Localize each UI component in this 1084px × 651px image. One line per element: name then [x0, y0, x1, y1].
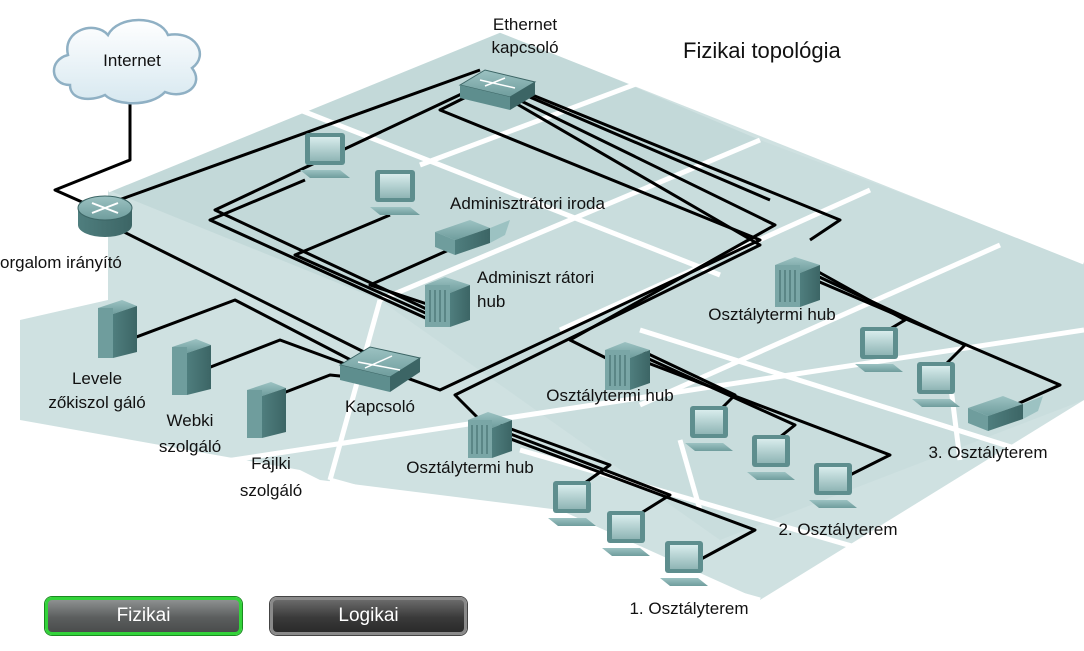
classroom-3-pc-1-icon: [855, 327, 903, 372]
cable-pc1-adminhub: [208, 178, 431, 322]
physical-topology-button[interactable]: Fizikai: [45, 597, 242, 635]
classroom-hub-1-label: Osztálytermi hub: [406, 458, 534, 477]
ethernet-switch-icon: [458, 69, 537, 110]
cable-hub1-pc-c: [499, 433, 757, 567]
file-server-label-line2: szolgáló: [240, 481, 302, 500]
classroom-1-label: 1. Osztályterem: [629, 599, 748, 618]
cable-pc2-adminhub: [293, 213, 431, 317]
classroom-2-label: 2. Osztályterem: [778, 520, 897, 539]
file-server-label-line1: Fájlki: [251, 454, 291, 473]
cable-router-switch: [99, 218, 381, 362]
classroom-hub-3-label: Osztálytermi hub: [708, 305, 836, 324]
classroom-2-pc-3-icon: [809, 463, 857, 508]
file-server-icon: [247, 382, 286, 438]
admin-hub-icon: [425, 277, 470, 327]
admin-printer-icon: [435, 220, 510, 255]
ethernet-switch-label-line2: kapcsoló: [491, 38, 558, 57]
logical-topology-button[interactable]: Logikai: [270, 597, 467, 635]
classroom-1-pc-3-icon: [660, 541, 708, 586]
cable-router-ethernet: [104, 68, 481, 207]
cable-ethernet-adminhub: [213, 88, 471, 322]
internet-label: Internet: [103, 51, 161, 70]
cable-hub2-pc-c: [639, 358, 892, 482]
router-label: orgalom irányító: [0, 253, 122, 272]
cable-ethernet-hub1: [453, 98, 762, 422]
admin-hub-label-line1: Adminiszt rátori: [477, 268, 594, 287]
admin-office-label: Adminisztrátori iroda: [450, 194, 605, 213]
web-server-label-line1: Webki: [167, 411, 214, 430]
web-server-icon: [172, 339, 211, 395]
classroom-3-printer-icon: [968, 396, 1043, 431]
classroom-1-pc-1-icon: [548, 481, 596, 526]
classroom-2-pc-1-icon: [685, 406, 733, 451]
cable-ethernet-hub2: [514, 96, 777, 362]
classroom-1-pc-2-icon: [602, 511, 650, 556]
classroom-hub-3-icon: [775, 257, 820, 307]
cable-ethernet-switch: [384, 93, 762, 392]
floor-plan: [20, 27, 1084, 603]
mail-server-label-line1: Levele: [72, 369, 122, 388]
classroom-hub-2-label: Osztálytermi hub: [546, 386, 674, 405]
classroom-3-label: 3. Osztályterem: [928, 443, 1047, 462]
mail-server-icon: [98, 300, 137, 358]
admin-hub-label-line2: hub: [477, 292, 505, 311]
cable-printer-adminhub: [368, 243, 461, 307]
core-switch-label: Kapcsoló: [345, 397, 415, 416]
admin-pc-1-icon: [300, 133, 350, 178]
classroom-hub-2-icon: [605, 342, 650, 390]
web-server-label-line2: szolgáló: [159, 437, 221, 456]
cable-hub3-printer: [814, 278, 1062, 407]
classroom-2-pc-2-icon: [747, 435, 795, 480]
pc-icons: [300, 133, 960, 586]
admin-pc-2-icon: [370, 170, 420, 215]
core-switch-icon: [338, 346, 422, 392]
cable-mail-switch: [114, 298, 371, 372]
router-icon: [77, 195, 133, 237]
cable-ethernet-hub3-a: [519, 88, 842, 242]
ethernet-switch-label-line1: Ethernet: [493, 15, 558, 34]
cable-ethernet-hub3-b: [524, 93, 771, 202]
mail-server-label-line2: zőkiszol gáló: [48, 393, 145, 412]
classroom-3-pc-2-icon: [912, 362, 960, 407]
internet-cloud-icon: [52, 18, 202, 105]
diagram-title: Fizikai topológia: [683, 38, 842, 63]
classroom-hub-1-icon: [468, 412, 512, 458]
cable-internet-router: [53, 90, 132, 212]
